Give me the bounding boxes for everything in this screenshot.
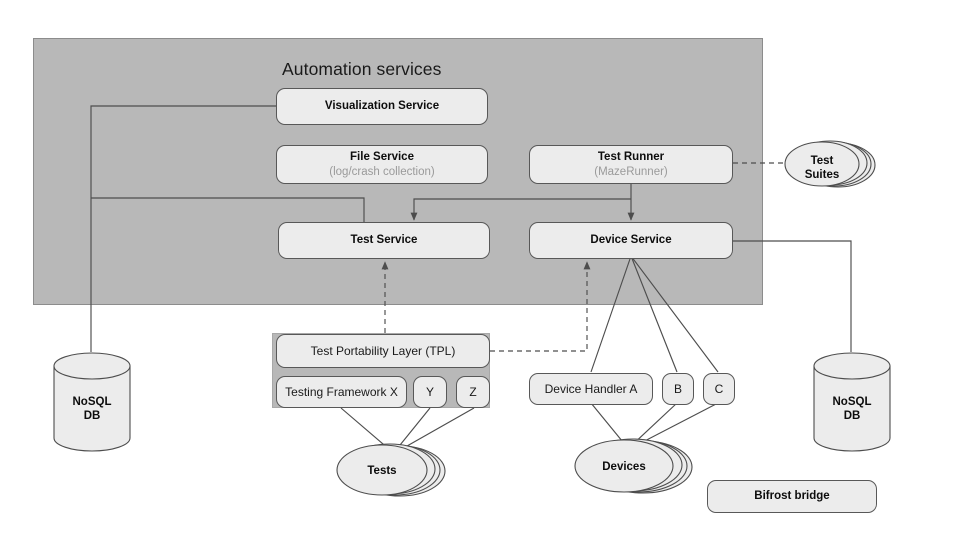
node-tests[interactable]: Tests xyxy=(336,441,452,499)
node-label: Test Runner xyxy=(597,150,665,163)
test-suites-shape xyxy=(784,140,876,188)
node-visualization-service[interactable]: Visualization Service xyxy=(276,88,488,125)
node-label-line2: DB xyxy=(83,410,101,422)
node-test-service[interactable]: Test Service xyxy=(278,222,490,259)
node-label: Device Service xyxy=(590,234,672,247)
tests-shape xyxy=(336,443,446,497)
node-test-suites[interactable]: Test Suites xyxy=(780,138,880,190)
node-label: Bifrost bridge xyxy=(754,490,830,503)
node-label: Visualization Service xyxy=(324,100,440,113)
node-label: Devices xyxy=(602,461,646,473)
node-label: Y xyxy=(425,384,434,399)
node-label: Test Portability Layer (TPL) xyxy=(310,343,456,358)
node-device-handler-b[interactable]: B xyxy=(662,373,694,405)
cylinder-shape xyxy=(53,352,131,452)
node-test-runner[interactable]: Test Runner (MazeRunner) xyxy=(529,145,733,184)
node-label: C xyxy=(714,381,724,396)
node-file-service[interactable]: File Service (log/crash collection) xyxy=(276,145,488,184)
devices-shape xyxy=(574,438,693,494)
node-label: Z xyxy=(469,384,477,399)
node-label: Testing Framework X xyxy=(285,384,398,399)
node-label: Device Handler A xyxy=(544,381,638,396)
node-label-line1: Test xyxy=(810,155,834,167)
node-testing-framework-x[interactable]: Testing Framework X xyxy=(276,376,407,408)
node-device-handler-a[interactable]: Device Handler A xyxy=(529,373,653,405)
node-label: File Service xyxy=(350,150,414,163)
node-device-service[interactable]: Device Service xyxy=(529,222,733,259)
node-label-line1: NoSQL xyxy=(72,396,112,408)
node-device-handler-c[interactable]: C xyxy=(703,373,735,405)
node-label: B xyxy=(673,381,682,396)
node-sublabel: (MazeRunner) xyxy=(594,166,668,178)
node-test-portability-layer[interactable]: Test Portability Layer (TPL) xyxy=(276,334,490,368)
node-label: Test Service xyxy=(350,234,418,247)
node-testing-framework-z[interactable]: Z xyxy=(456,376,490,408)
node-label: Tests xyxy=(367,465,397,477)
node-devices[interactable]: Devices xyxy=(573,436,697,496)
node-nosql-db-right[interactable]: NoSQL DB xyxy=(813,352,891,452)
node-label-line2: Suites xyxy=(804,169,840,181)
group-title: Automation services xyxy=(282,59,442,79)
node-label-line1: NoSQL xyxy=(832,396,872,408)
cylinder-shape xyxy=(813,352,891,452)
node-sublabel: (log/crash collection) xyxy=(329,166,435,178)
node-nosql-db-left[interactable]: NoSQL DB xyxy=(53,352,131,452)
node-label-line2: DB xyxy=(843,410,861,422)
node-bifrost-bridge[interactable]: Bifrost bridge xyxy=(707,480,877,513)
node-testing-framework-y[interactable]: Y xyxy=(413,376,447,408)
